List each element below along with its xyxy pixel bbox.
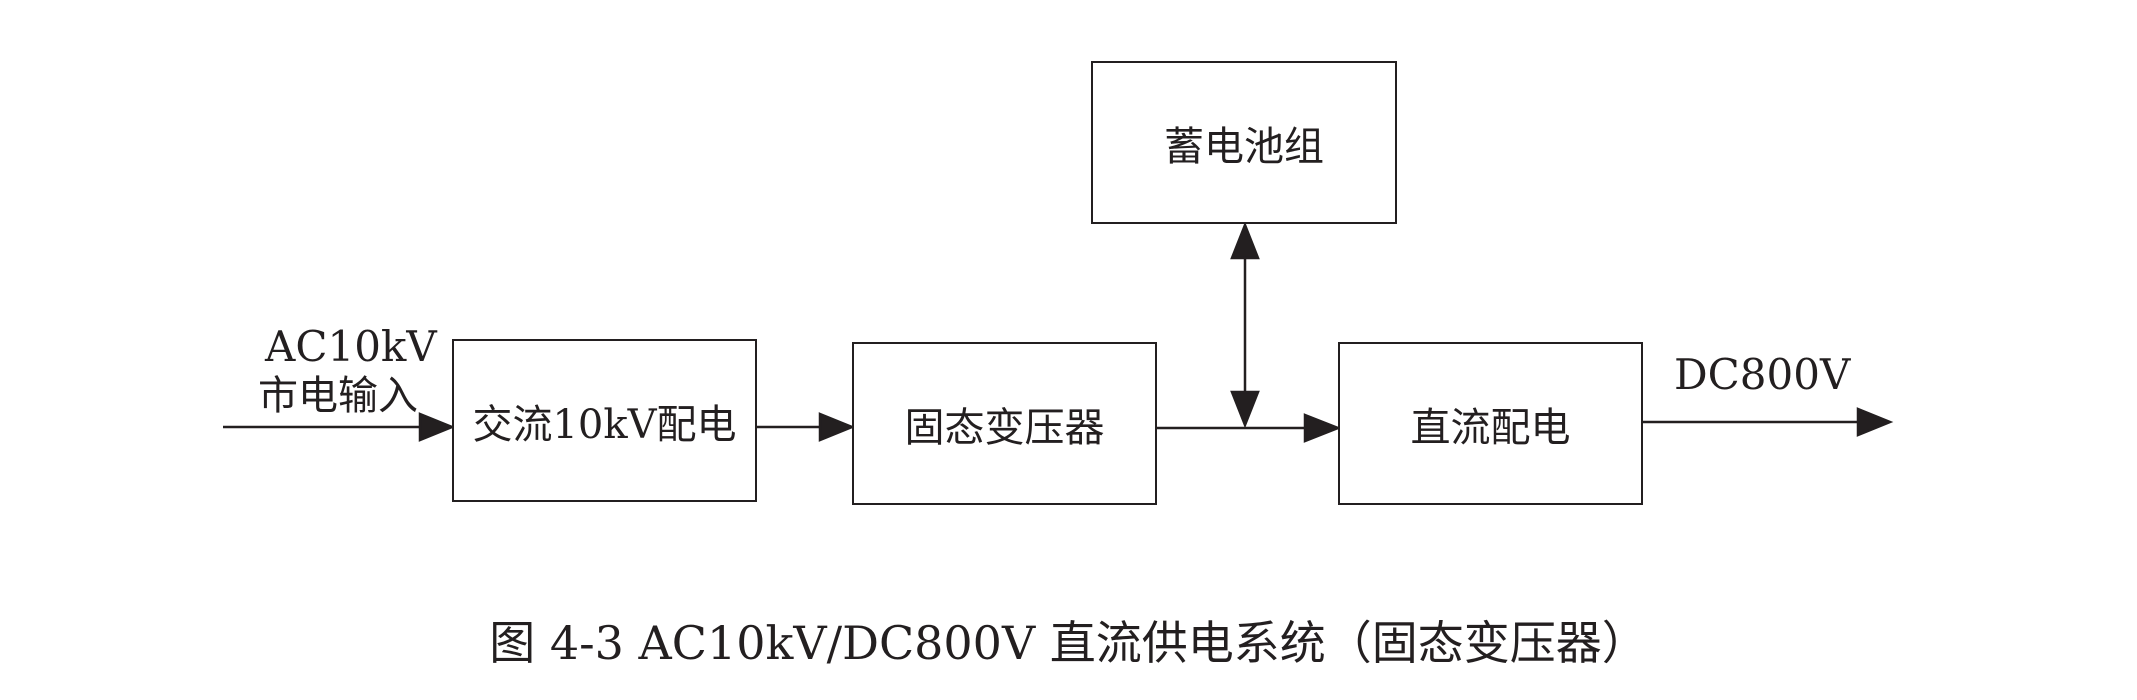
input-voltage-label: AC10kV [265,322,437,371]
sst-to-dc-arrow-icon [1303,413,1342,443]
battery-block: 蓄电池组 [1091,61,1397,224]
sst-block: 固态变压器 [852,342,1157,505]
input-source-label: 市电输入 [258,373,418,419]
figure-caption: 图 4-3 AC10kV/DC800V 直流供电系统（固态变压器） [489,616,1648,670]
battery-down-arrow-icon [1230,390,1260,429]
input-arrow-icon [418,412,456,442]
ac-distribution-label: 交流10kV配电 [472,401,737,448]
ac-distribution-block: 交流10kV配电 [452,339,757,502]
battery-label: 蓄电池组 [1164,123,1324,170]
dc-distribution-block: 直流配电 [1338,342,1643,505]
dc-distribution-label: 直流配电 [1410,404,1571,451]
ac-to-sst-arrow-icon [818,412,856,442]
output-voltage-label: DC800V [1674,350,1851,399]
sst-label: 固态变压器 [904,404,1105,451]
output-arrow-icon [1856,407,1894,437]
battery-up-arrow-icon [1230,221,1260,260]
